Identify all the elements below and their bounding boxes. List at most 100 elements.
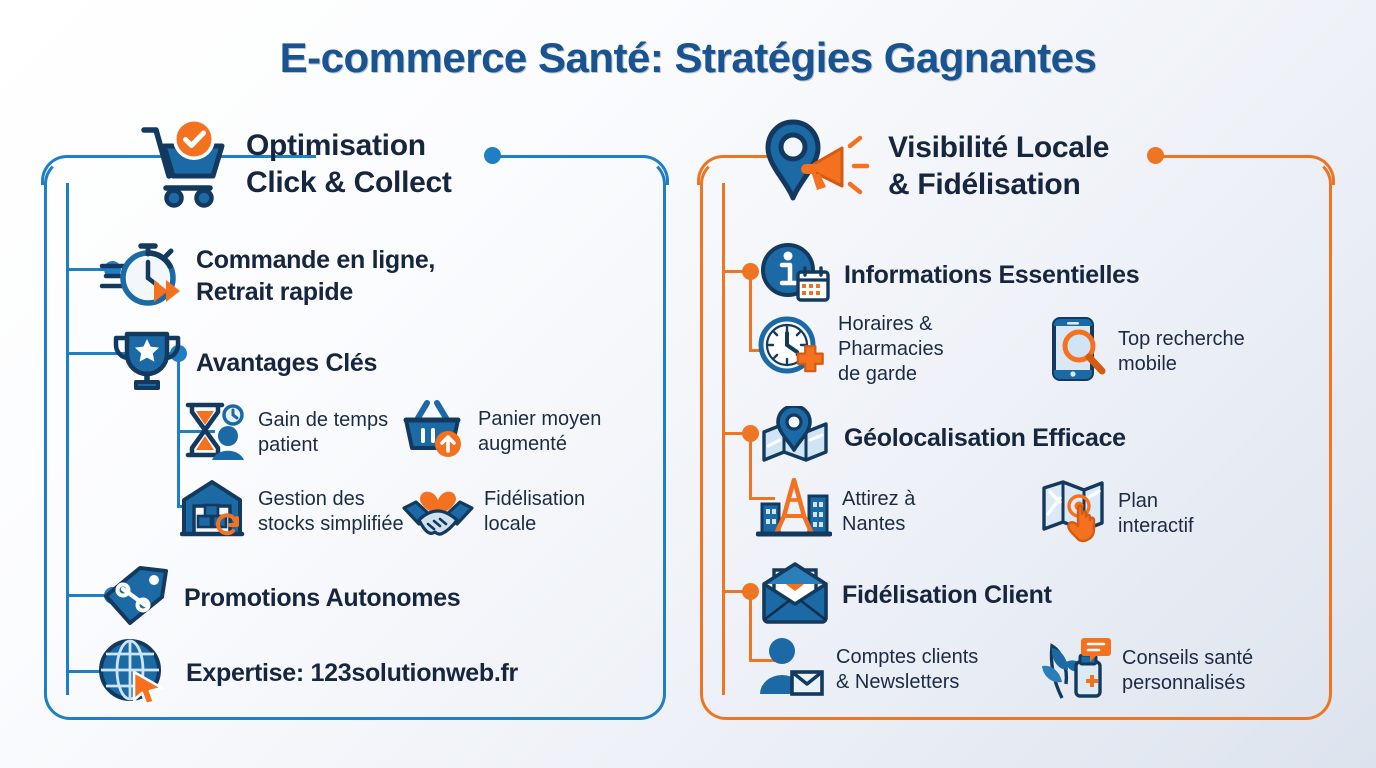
connector-sub-branch-1: [177, 430, 215, 433]
list-item-label-commande: Commande en ligne, Retrait rapide: [196, 245, 435, 308]
list-item-geolocalisation-efficace[interactable]: Géolocalisation Efficace: [760, 404, 1126, 471]
list-item-label-avantages: Avantages Clés: [196, 348, 378, 377]
label-line-2: mobile: [1118, 352, 1177, 375]
sub-item-label-conseils-sante: Conseils santé personnalisés: [1122, 646, 1253, 696]
connector-sub-spine-2: [749, 432, 752, 500]
list-item-label-geolocalisation: Géolocalisation Efficace: [844, 423, 1126, 452]
panel-top-bar-right-segment: [1155, 155, 1305, 158]
panel-top-bar-right-segment: [494, 155, 639, 158]
panel-corner-top-right: [639, 155, 669, 185]
label-line-1: Attirez à: [842, 487, 916, 510]
list-item-informations-essentielles[interactable]: Informations Essentielles: [760, 242, 1140, 309]
interactive-map-touch-icon: [1040, 478, 1108, 549]
connector-sub-spine-3: [749, 590, 752, 662]
label-line-1: Gestion des: [258, 487, 365, 510]
label-line-2: interactif: [1118, 514, 1194, 537]
connector-spine-right: [722, 183, 725, 695]
map-pin-megaphone-icon: [762, 118, 874, 215]
label-line-1: Gain de temps: [258, 408, 389, 431]
page-title: E-commerce Santé: Stratégies Gagnantes: [279, 34, 1097, 81]
connector-sub-spine-1: [749, 270, 752, 352]
label-line-1: Comptes clients: [836, 645, 979, 668]
label-line-2: Nantes: [842, 512, 906, 535]
panel-corner-top-right: [1305, 155, 1335, 185]
panel-corner-top-left: [697, 155, 727, 185]
trophy-star-icon: [110, 328, 184, 399]
sub-item-conseils-sante[interactable]: Conseils santé personnalisés: [1040, 636, 1253, 705]
plant-medicine-chat-icon: [1040, 636, 1112, 705]
label-line-2: Pharmacies: [838, 337, 944, 360]
header-line-1: Visibilité Locale: [888, 130, 1110, 164]
sub-item-label-attirez: Attirez à Nantes: [842, 487, 915, 537]
clock-pharmacy-cross-icon: [758, 315, 828, 384]
sub-item-label-comptes-clients: Comptes clients & Newsletters: [836, 645, 978, 695]
sub-item-label-top-recherche: Top recherche mobile: [1118, 327, 1245, 377]
label-line-1: Panier moyen: [478, 407, 602, 430]
header-row-optimisation: Optimisation Click & Collect: [136, 116, 452, 213]
connector-branch-3: [722, 590, 748, 593]
list-item-avantages-cles[interactable]: Avantages Clés: [110, 328, 377, 399]
envelope-heart-icon: [760, 562, 830, 629]
connector-branch-2: [722, 432, 748, 435]
connector-sub-branch-3: [749, 659, 775, 662]
list-item-expertise[interactable]: Expertise: 123solutionweb.fr: [96, 638, 518, 709]
sub-item-fidelisation-locale[interactable]: Fidélisation locale: [402, 478, 585, 545]
label-line-2: patient: [258, 433, 319, 456]
globe-cursor-icon: [96, 638, 174, 709]
label-line-1: Horaires &: [838, 313, 933, 335]
panel-terminal-dot-left: [484, 147, 501, 164]
list-item-label-fidelisation-client: Fidélisation Client: [842, 580, 1052, 609]
folded-map-pin-icon: [760, 404, 832, 471]
sub-item-gestion-stocks[interactable]: Gestion des stocks simplifiée: [179, 478, 404, 545]
connector-branch-1: [722, 270, 748, 273]
label-line-2: Retrait rapide: [196, 277, 353, 306]
list-item-promotions-autonomes[interactable]: Promotions Autonomes: [98, 565, 461, 632]
label-line-1: Commande en ligne,: [196, 246, 436, 274]
label-line-3: de garde: [838, 362, 917, 385]
handshake-heart-icon: [402, 478, 474, 545]
sub-item-gain-de-temps[interactable]: Gain de temps patient: [180, 398, 388, 467]
stopwatch-fast-icon: [98, 238, 184, 315]
header-line-1: Optimisation: [246, 128, 426, 162]
sub-item-comptes-clients[interactable]: Comptes clients & Newsletters: [756, 636, 978, 703]
list-item-label-promotions: Promotions Autonomes: [184, 583, 461, 612]
city-skyline-tower-icon: [755, 477, 833, 545]
sub-item-label-gestion-stocks: Gestion des stocks simplifiée: [258, 487, 404, 537]
label-line-2: personnalisés: [1122, 671, 1246, 694]
mobile-search-icon: [1046, 316, 1108, 387]
sub-item-horaires-pharmacies[interactable]: Horaires & Pharmacies de garde: [758, 312, 944, 386]
list-item-label-informations: Informations Essentielles: [844, 260, 1140, 289]
connector-branch-4: [66, 670, 111, 673]
sub-item-label-fidelisation-locale: Fidélisation locale: [484, 487, 585, 537]
connector-spine-left: [66, 183, 69, 695]
sub-item-label-plan-interactif: Plan interactif: [1118, 489, 1194, 539]
sub-item-plan-interactif[interactable]: Plan interactif: [1040, 478, 1194, 549]
list-item-commande-en-ligne[interactable]: Commande en ligne, Retrait rapide: [98, 238, 435, 315]
list-item-label-expertise: Expertise: 123solutionweb.fr: [186, 658, 518, 687]
connector-branch-1: [66, 268, 111, 271]
label-line-1: Plan: [1118, 489, 1159, 512]
sub-item-panier-moyen[interactable]: Panier moyen augmenté: [402, 398, 601, 465]
label-line-2: locale: [484, 512, 537, 535]
warehouse-refresh-icon: [179, 478, 248, 545]
connector-branch-3: [66, 594, 111, 597]
user-mail-icon: [756, 636, 826, 703]
sub-item-attirez-a-nantes[interactable]: Attirez à Nantes: [755, 477, 915, 545]
header-line-2: Click & Collect: [246, 165, 452, 199]
sub-item-label-panier-moyen: Panier moyen augmenté: [478, 407, 601, 457]
header-label-optimisation: Optimisation Click & Collect: [246, 128, 452, 201]
basket-up-arrow-icon: [402, 398, 468, 465]
panel-terminal-dot-right: [1147, 147, 1164, 164]
label-line-1: Conseils santé: [1122, 646, 1254, 669]
panel-top-bar-left-segment: [727, 155, 777, 158]
connector-sub-branch-2: [749, 497, 775, 500]
hourglass-patient-icon: [180, 398, 248, 467]
sub-item-label-horaires: Horaires & Pharmacies de garde: [838, 312, 944, 386]
sub-item-top-recherche-mobile[interactable]: Top recherche mobile: [1046, 316, 1245, 387]
panel-corner-top-left: [41, 155, 71, 185]
header-row-visibilite: Visibilité Locale & Fidélisation: [762, 118, 1109, 215]
label-line-2: augmenté: [478, 432, 567, 455]
list-item-fidelisation-client[interactable]: Fidélisation Client: [760, 562, 1052, 629]
label-line-2: & Newsletters: [836, 670, 960, 693]
